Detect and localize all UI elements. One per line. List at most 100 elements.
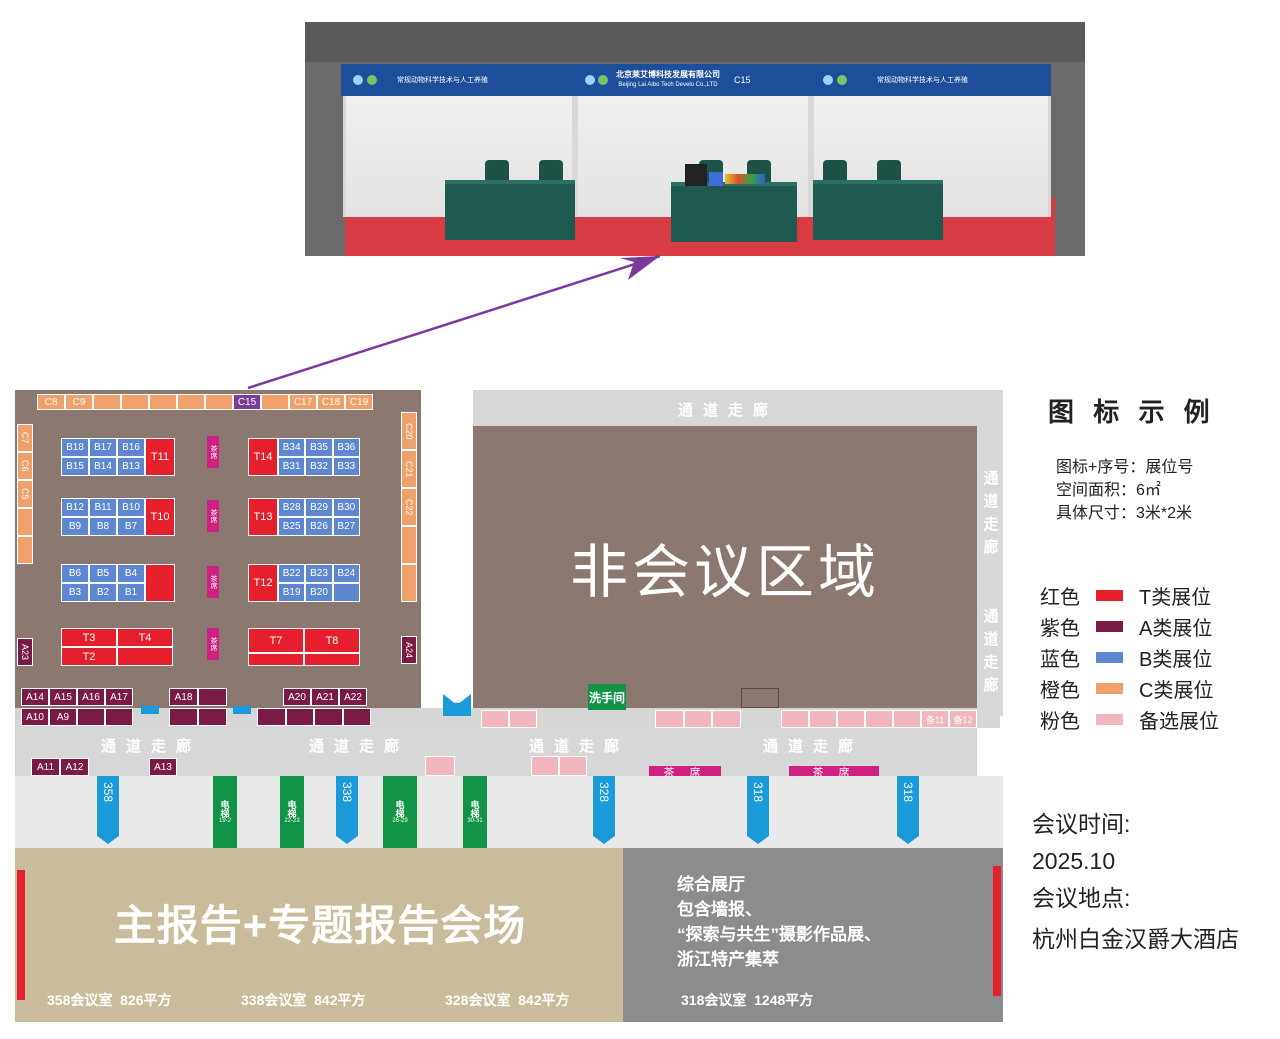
- booth-b[interactable]: B8: [89, 517, 117, 536]
- booth-c-left[interactable]: C7: [17, 424, 33, 452]
- booth-a12[interactable]: A12: [60, 758, 89, 776]
- booth-b[interactable]: B14: [89, 457, 117, 476]
- booth-c-right[interactable]: C21: [401, 450, 417, 488]
- booth-reserve[interactable]: [837, 710, 865, 728]
- booth-b[interactable]: B1: [117, 583, 145, 602]
- booth-b[interactable]: B32: [305, 457, 333, 476]
- booth-b[interactable]: B12: [61, 498, 89, 517]
- booth-b[interactable]: B15: [61, 457, 89, 476]
- booth-c-left[interactable]: [17, 508, 33, 536]
- room-358-door[interactable]: 358: [97, 776, 119, 844]
- booth-t3[interactable]: T3: [61, 628, 117, 647]
- booth-t8[interactable]: T8: [304, 628, 360, 653]
- booth-t-empty[interactable]: [117, 647, 173, 666]
- booth-a11[interactable]: A11: [31, 758, 60, 776]
- booth-b[interactable]: B23: [305, 564, 333, 583]
- booth-b[interactable]: B9: [61, 517, 89, 536]
- booth-b[interactable]: B2: [89, 583, 117, 602]
- booth-b[interactable]: B34: [278, 438, 306, 457]
- booth-t-left-3[interactable]: [145, 564, 175, 602]
- booth-b[interactable]: B25: [278, 517, 306, 536]
- booth-c-right[interactable]: [401, 526, 417, 564]
- booth-b[interactable]: B6: [61, 564, 89, 583]
- elevator-1[interactable]: 电梯 19-2: [213, 776, 237, 848]
- booth-reserve[interactable]: [712, 710, 742, 728]
- booth-reserve[interactable]: [865, 710, 893, 728]
- booth-a[interactable]: A16: [77, 688, 105, 706]
- booth-c-top[interactable]: [149, 394, 177, 410]
- booth-c-left[interactable]: C6: [17, 452, 33, 480]
- booth-c-top[interactable]: [93, 394, 121, 410]
- booth-t7[interactable]: T7: [248, 628, 304, 653]
- booth-t10[interactable]: T10: [145, 498, 175, 536]
- booth-c-top[interactable]: [261, 394, 289, 410]
- booth-reserve[interactable]: [655, 710, 684, 728]
- booth-a13[interactable]: A13: [149, 758, 177, 776]
- booth-reserve[interactable]: [893, 710, 921, 728]
- booth-a[interactable]: [198, 708, 227, 726]
- booth-t14[interactable]: T14: [248, 438, 278, 476]
- booth-reserve[interactable]: [683, 710, 713, 728]
- booth-reserve[interactable]: [559, 756, 587, 776]
- room-318-door-2[interactable]: 318: [897, 776, 919, 844]
- booth-a[interactable]: A10: [21, 708, 49, 726]
- room-328-door[interactable]: 328: [593, 776, 615, 844]
- booth-a[interactable]: A17: [105, 688, 133, 706]
- booth-a[interactable]: A18: [169, 688, 198, 706]
- booth-a[interactable]: [198, 688, 227, 706]
- booth-a[interactable]: A21: [311, 688, 339, 706]
- booth-b[interactable]: B33: [332, 457, 360, 476]
- booth-t2[interactable]: T2: [61, 647, 117, 666]
- elevator-2[interactable]: 电梯 22-23: [280, 776, 304, 848]
- booth-t13[interactable]: T13: [248, 498, 278, 536]
- booth-c-top[interactable]: C8: [37, 394, 65, 410]
- booth-t-empty[interactable]: [248, 653, 304, 666]
- booth-a23[interactable]: A23: [17, 638, 33, 666]
- booth-a[interactable]: A9: [49, 708, 77, 726]
- booth-b[interactable]: [332, 583, 360, 602]
- booth-b[interactable]: B5: [89, 564, 117, 583]
- booth-reserve[interactable]: [425, 756, 455, 776]
- booth-b[interactable]: B29: [305, 498, 333, 517]
- booth-b[interactable]: B17: [89, 438, 117, 457]
- booth-b[interactable]: B16: [117, 438, 145, 457]
- booth-b[interactable]: B36: [332, 438, 360, 457]
- booth-c-top[interactable]: [205, 394, 233, 410]
- booth-b[interactable]: B3: [61, 583, 89, 602]
- booth-b[interactable]: B28: [278, 498, 306, 517]
- booth-reserve[interactable]: [481, 710, 509, 728]
- booth-a[interactable]: [285, 708, 314, 726]
- booth-c-top[interactable]: [121, 394, 149, 410]
- booth-a[interactable]: [314, 708, 343, 726]
- booth-a[interactable]: [257, 708, 286, 726]
- booth-b[interactable]: B26: [305, 517, 333, 536]
- booth-a[interactable]: [77, 708, 105, 726]
- booth-b[interactable]: B10: [117, 498, 145, 517]
- booth-b[interactable]: B7: [117, 517, 145, 536]
- booth-b[interactable]: B11: [89, 498, 117, 517]
- booth-c-left[interactable]: [17, 536, 33, 564]
- booth-a[interactable]: [169, 708, 198, 726]
- booth-a[interactable]: A14: [21, 688, 49, 706]
- booth-b[interactable]: B18: [61, 438, 89, 457]
- booth-c-left[interactable]: C5: [17, 480, 33, 508]
- booth-c-right[interactable]: [401, 564, 417, 602]
- booth-c-right[interactable]: C20: [401, 412, 417, 450]
- booth-reserve[interactable]: [509, 710, 537, 728]
- booth-c15[interactable]: C15: [233, 394, 261, 410]
- booth-a[interactable]: A20: [283, 688, 311, 706]
- room-338-door[interactable]: 338: [336, 776, 358, 844]
- room-318-door-1[interactable]: 318: [747, 776, 769, 844]
- elevator-4[interactable]: 电梯 30-31: [463, 776, 487, 848]
- booth-b[interactable]: B20: [305, 583, 333, 602]
- booth-c-right[interactable]: C22: [401, 488, 417, 526]
- booth-c-top[interactable]: C9: [65, 394, 93, 410]
- booth-a[interactable]: [105, 708, 133, 726]
- booth-t4[interactable]: T4: [117, 628, 173, 647]
- booth-reserve-12[interactable]: 备12: [949, 710, 977, 728]
- booth-reserve[interactable]: [781, 710, 809, 728]
- booth-a[interactable]: [342, 708, 371, 726]
- elevator-3[interactable]: 电梯 26-29: [383, 776, 417, 848]
- booth-b[interactable]: B30: [332, 498, 360, 517]
- booth-a[interactable]: A15: [49, 688, 77, 706]
